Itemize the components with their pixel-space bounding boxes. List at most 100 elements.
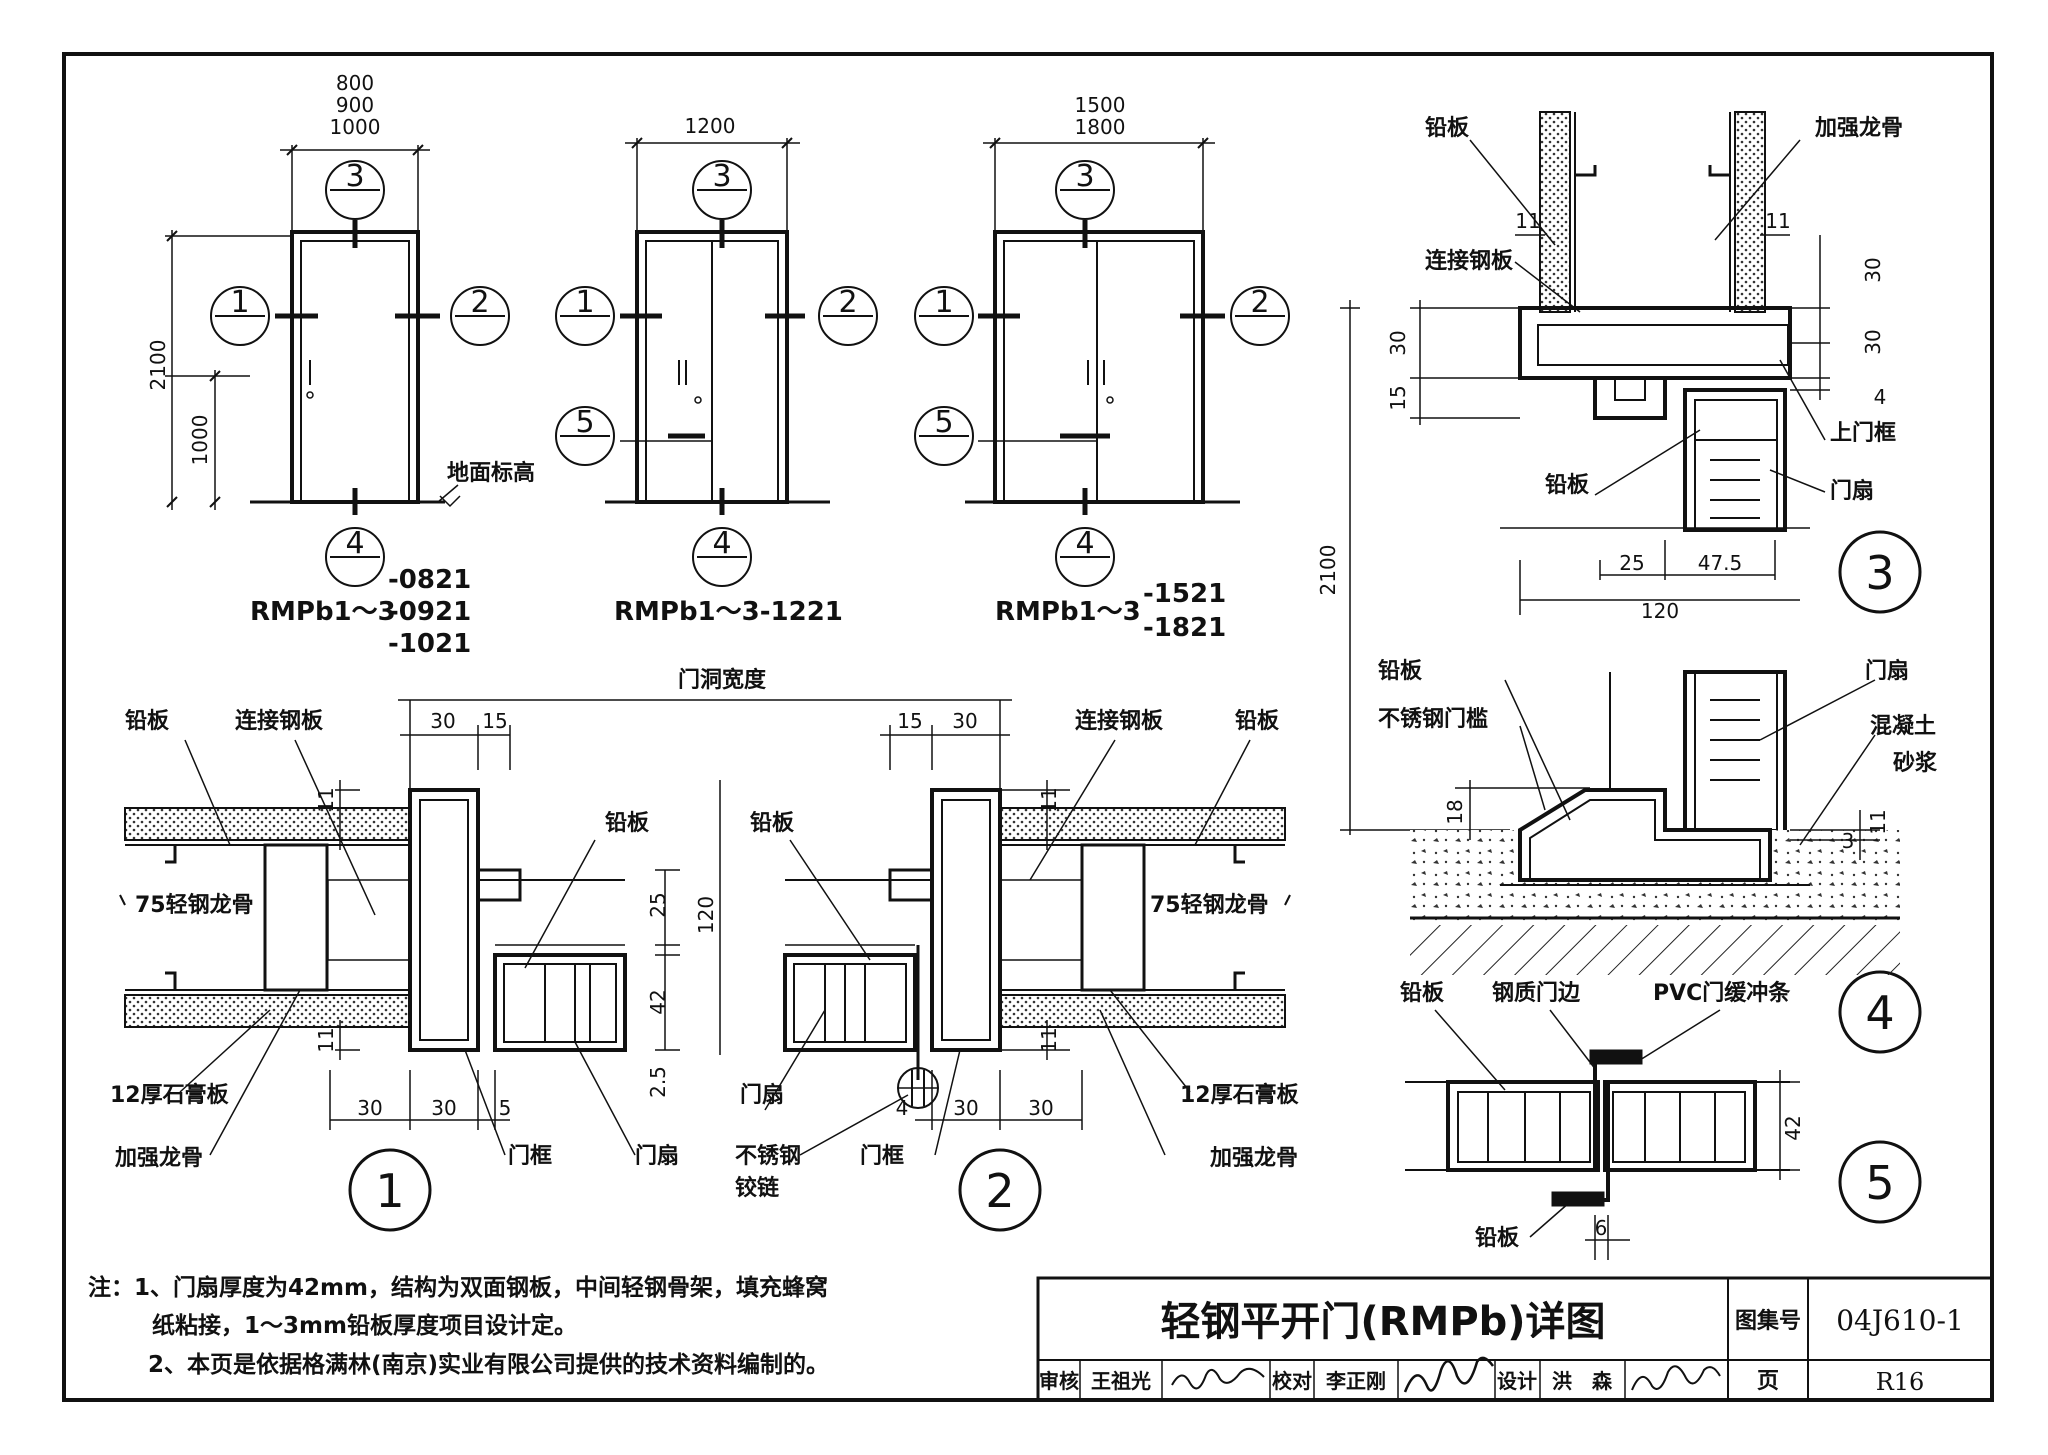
door-elevation-double-1200 (605, 137, 830, 515)
d4-mortar-label: 砂浆 (1893, 750, 1938, 776)
d4-dim-11: 11 (1866, 809, 1890, 834)
d1-dim-30a: 30 (357, 1096, 382, 1120)
model-prefix-3: RMPb1～3 (995, 597, 1141, 627)
detail-5-number: 5 (1865, 1156, 1894, 1210)
d3-top-frame-label: 上门框 (1830, 420, 1896, 446)
model-1221: RMPb1～3-1221 (614, 597, 843, 627)
d1-dim-11-top: 11 (314, 787, 338, 812)
model-prefix-1: RMPb1～3 (250, 597, 396, 627)
d2-dim-30b: 30 (1028, 1096, 1053, 1120)
detail-4-number: 4 (1865, 986, 1894, 1040)
d2-gyp-label: 12厚石膏板 (1180, 1082, 1300, 1108)
d2-dim-4: 4 (896, 1096, 909, 1120)
d1-gyp-label: 12厚石膏板 (110, 1082, 230, 1108)
d5-pvc-label: PVC门缓冲条 (1653, 980, 1791, 1006)
detail-4-texts: 铅板 门扇 不锈钢门槛 混凝土 砂浆 18 11 3 (1378, 658, 1938, 853)
d1-dim-30: 30 (430, 709, 455, 733)
d1-dim-30b: 30 (431, 1096, 456, 1120)
page-label: 页 (1757, 1369, 1779, 1394)
d2-stud-label: 75轻钢龙骨 (1150, 892, 1269, 918)
d4-lead-label: 铅板 (1378, 658, 1423, 684)
d3-dim-15: 15 (1386, 385, 1410, 410)
marker-1-c: 1 (934, 285, 953, 320)
atlas-label: 图集号 (1735, 1308, 1801, 1334)
check-name: 李正刚 (1325, 1369, 1386, 1393)
d1-lead2-label: 铅板 (605, 810, 650, 836)
d1-leaf-label: 门扇 (635, 1143, 679, 1169)
d3-dim-4: 4 (1874, 385, 1887, 409)
d4-concrete-label: 混凝土 (1870, 713, 1936, 739)
atlas-number: 04J610-1 (1836, 1304, 1964, 1337)
d1-reinf-label: 加强龙骨 (114, 1146, 203, 1171)
height-2100: 2100 (146, 340, 170, 391)
d1-stud-label: 75轻钢龙骨 (135, 892, 254, 918)
d3-dim-2100: 2100 (1316, 545, 1340, 596)
width-1500: 1500 (1075, 93, 1126, 117)
d3-lead2-label: 铅板 (1545, 472, 1590, 498)
door-elevation-single (165, 144, 461, 515)
detail-5-section (1405, 1009, 1800, 1260)
d3-dim-11-right: 11 (1765, 209, 1790, 233)
d2-lead2-label: 铅板 (750, 810, 795, 836)
model-1021: -1021 (388, 629, 471, 659)
detail-1-section (119, 700, 721, 1156)
drawing-title: 轻钢平开门(RMPb)详图 (1160, 1299, 1605, 1345)
d5-lead-label: 铅板 (1400, 980, 1445, 1006)
note-line-2: 纸粘接，1～3mm铅板厚度项目设计定。 (152, 1313, 577, 1339)
marker-5-b: 5 (575, 405, 594, 440)
d1-dim-42: 42 (646, 989, 670, 1014)
d2-dim-11-bot: 11 (1037, 1027, 1061, 1052)
check-label: 校对 (1272, 1369, 1312, 1393)
elevation2-texts: 1200 RMPb1～3-1221 (614, 114, 843, 627)
title-block-texts: 轻钢平开门(RMPb)详图 图集号 04J610-1 页 R16 审核 王祖光 … (1039, 1299, 1964, 1396)
d2-dim-15: 15 (897, 709, 922, 733)
d1-dim-15: 15 (482, 709, 507, 733)
marker-3-b: 3 (712, 159, 731, 194)
door-elevation-double-1500 (965, 137, 1240, 515)
d2-steel-label: 连接钢板 (1075, 708, 1164, 734)
d2-hinge2-label: 铰链 (735, 1175, 779, 1201)
detail-3-section (1340, 111, 1830, 835)
d1-dim-11-bot: 11 (314, 1027, 338, 1052)
marker-1-a: 1 (230, 285, 249, 320)
d5-lead2-label: 铅板 (1475, 1225, 1520, 1251)
d3-steel-label: 连接钢板 (1425, 248, 1514, 274)
d2-frame-label: 门框 (860, 1143, 904, 1169)
d3-reinf-label: 加强龙骨 (1814, 116, 1903, 141)
section-marker-numbers: 3 1 2 4 3 1 2 5 4 3 1 2 5 4 (230, 159, 1269, 561)
d1-dim-120: 120 (694, 896, 718, 934)
d2-leaf-label: 门扇 (740, 1082, 784, 1108)
elevation3-texts: 1500 1800 RMPb1～3 -1521 -1821 (995, 93, 1226, 643)
d3-dim-30-c: 30 (1386, 330, 1410, 355)
model-1821: -1821 (1143, 613, 1226, 643)
d1-dim-25: 25 (646, 892, 670, 917)
detail-2-number: 2 (985, 1164, 1014, 1218)
note-line-3: 2、本页是依据格满林(南京)实业有限公司提供的技术资料编制的。 (148, 1352, 830, 1378)
opening-width-label: 门洞宽度 (678, 667, 767, 693)
marker-3-c: 3 (1075, 159, 1094, 194)
detail-number-texts: 1 2 3 4 5 (375, 546, 1894, 1218)
d3-dim-11-left: 11 (1515, 209, 1540, 233)
marker-4-b: 4 (712, 526, 731, 561)
width-900: 900 (336, 93, 374, 117)
d4-leaf-label: 门扇 (1865, 658, 1909, 684)
d1-frame-label: 门框 (508, 1143, 552, 1169)
review-label: 审核 (1039, 1369, 1079, 1393)
marker-5-c: 5 (934, 405, 953, 440)
detail-5-texts: 铅板 钢质门边 PVC门缓冲条 铅板 42 6 (1400, 980, 1805, 1251)
page-number: R16 (1876, 1368, 1925, 1396)
d3-lead-label: 铅板 (1425, 115, 1470, 141)
d2-hinge1-label: 不锈钢 (735, 1143, 801, 1169)
d2-dim-11-top: 11 (1037, 787, 1061, 812)
sheet-border (62, 52, 1994, 1402)
d3-dim-120: 120 (1641, 599, 1679, 623)
width-1800: 1800 (1075, 115, 1126, 139)
d5-edge-label: 钢质门边 (1492, 980, 1581, 1006)
marker-2-c: 2 (1250, 285, 1269, 320)
detail-number-circles (348, 530, 1922, 1232)
review-name: 王祖光 (1091, 1369, 1151, 1393)
d3-dim-30-a: 30 (1861, 257, 1885, 282)
d3-dim-25: 25 (1619, 551, 1644, 575)
width-800: 800 (336, 71, 374, 95)
